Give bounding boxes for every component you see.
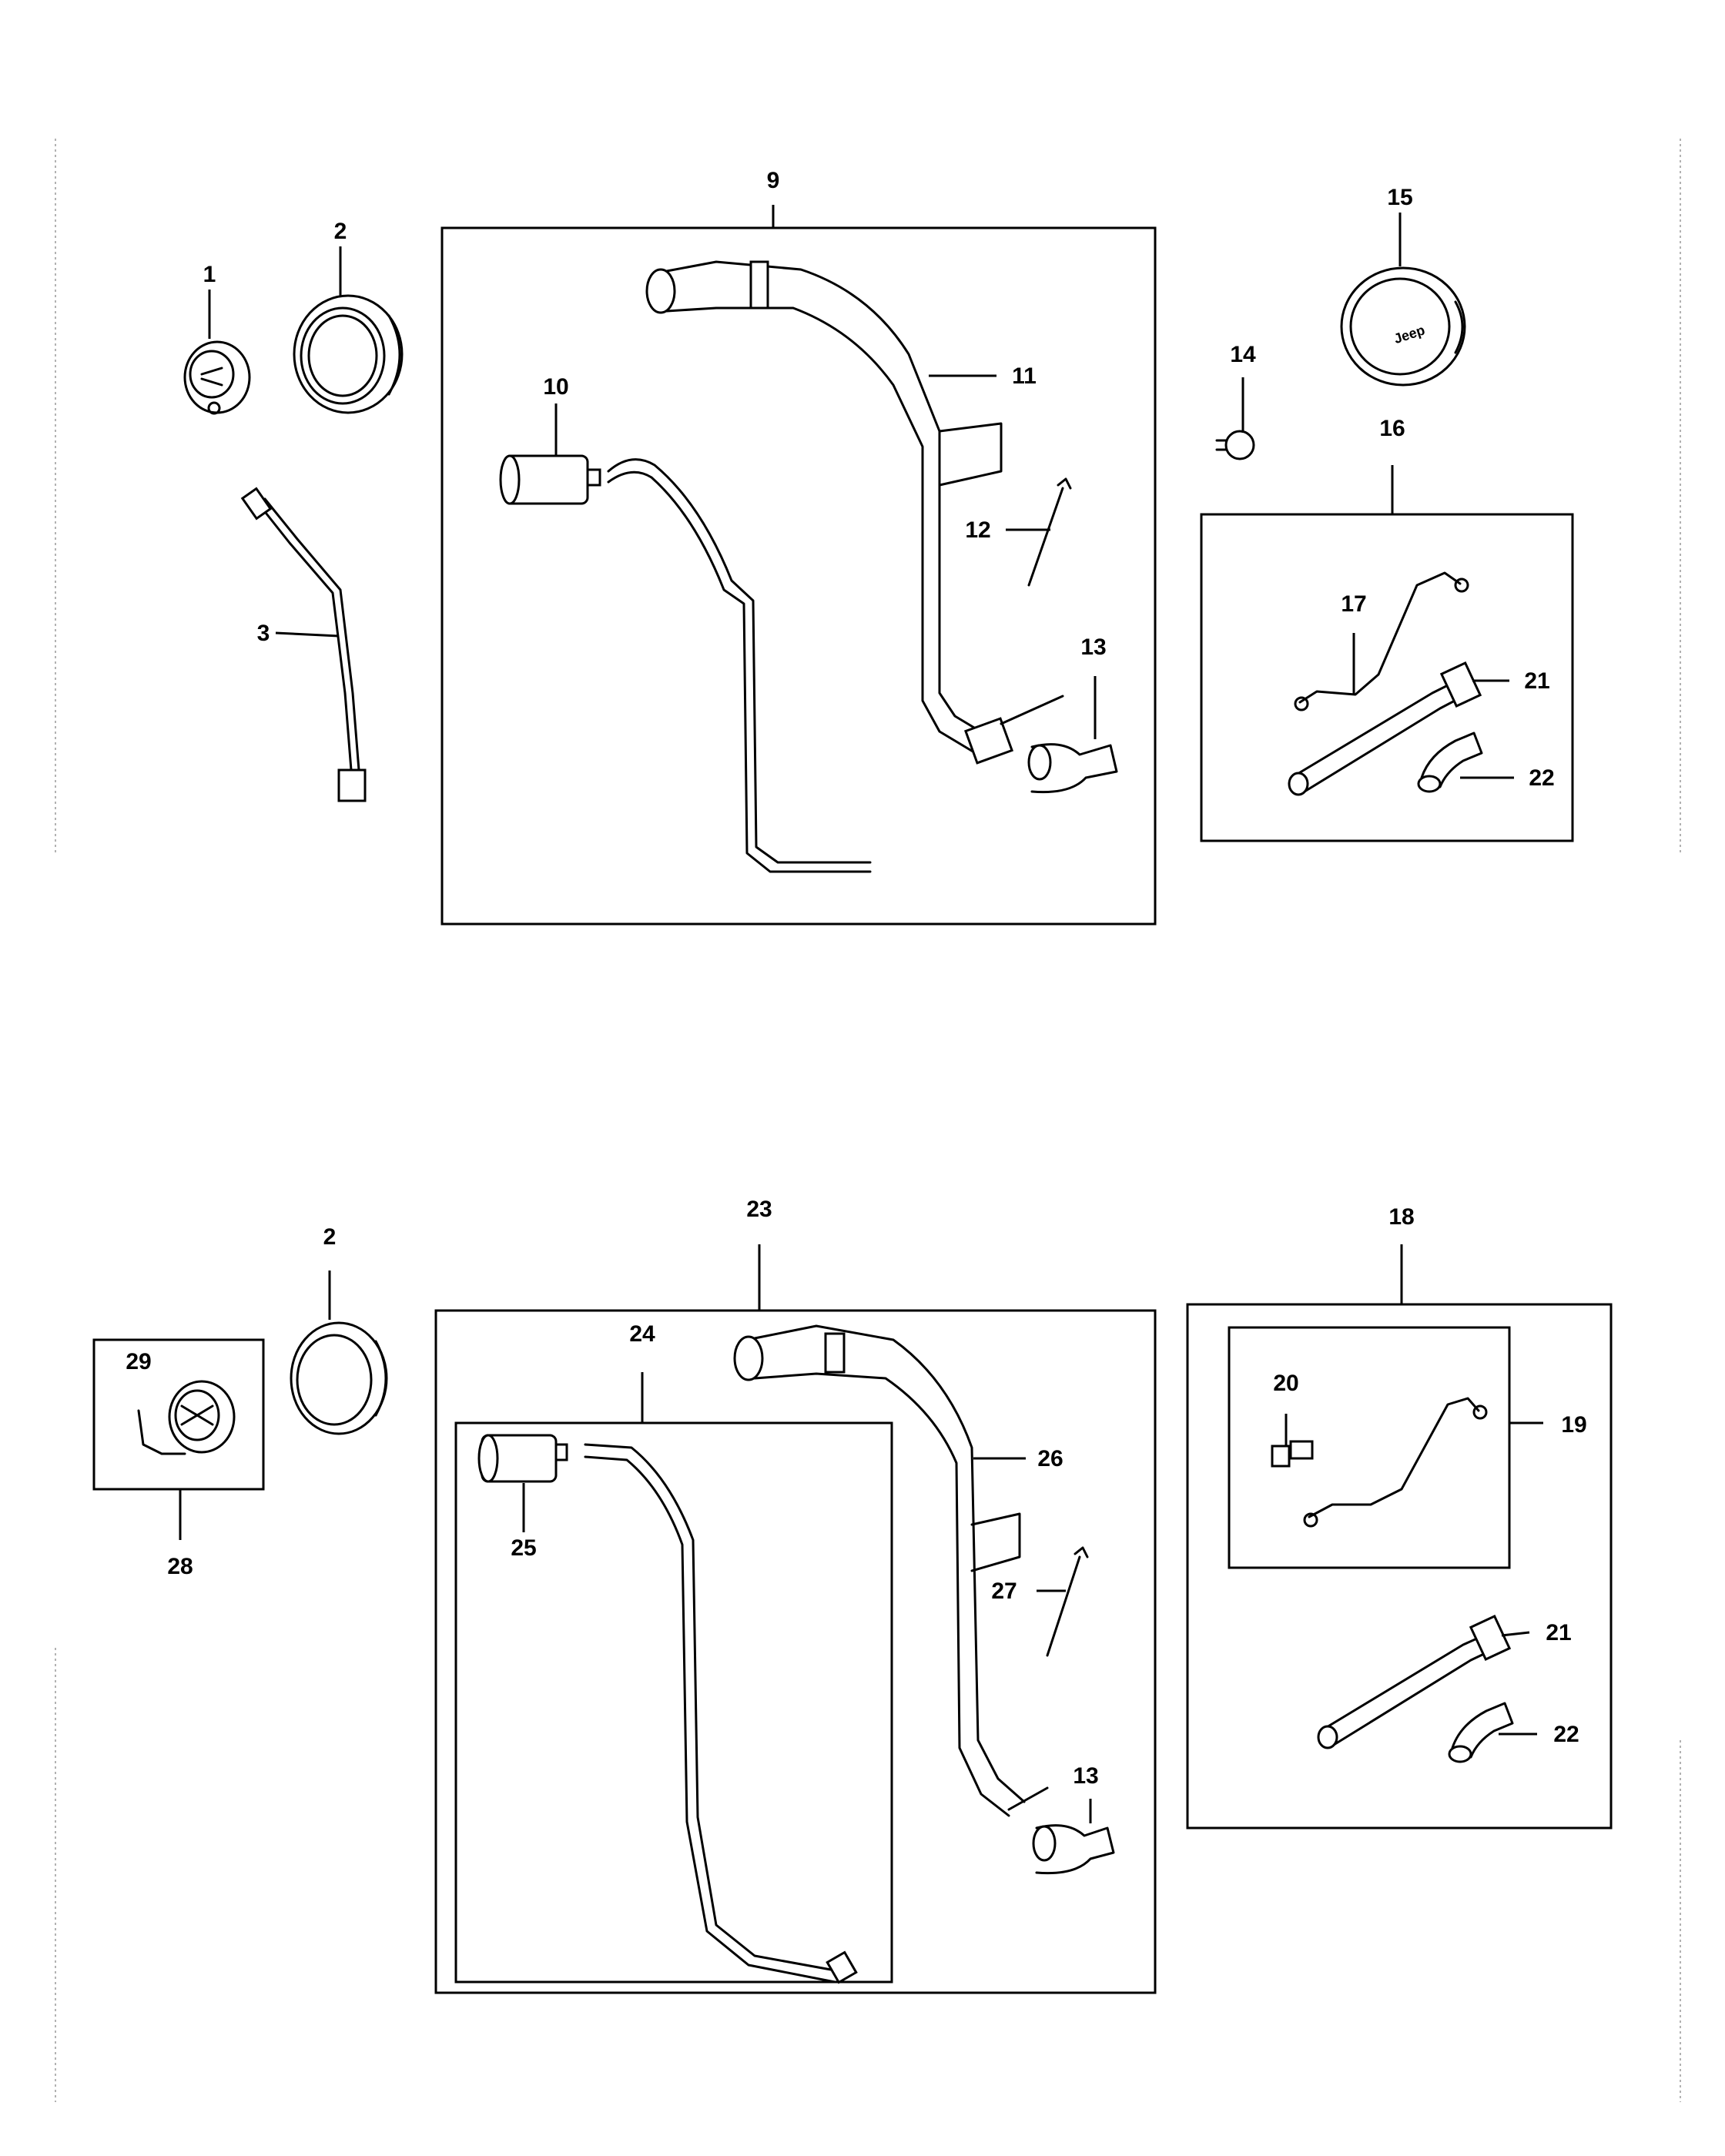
callout-2-bottom: 2 [323,1224,337,1250]
callout-13-bottom: 13 [1073,1763,1098,1789]
part-2-filler-housing-bottom [290,1321,388,1435]
part-1-fuel-cap [183,340,251,415]
part-11-filler-tube [645,260,1064,765]
page-edge-marks [55,139,1681,2102]
callout-24: 24 [629,1321,655,1347]
callout-3: 3 [257,621,270,646]
callout-23: 23 [746,1197,772,1222]
callout-21-top: 21 [1524,668,1549,694]
assembly-box-23 [434,1309,1157,1994]
part-12-tie-strap [1027,477,1072,587]
callout-14: 14 [1230,342,1256,367]
callout-19: 19 [1561,1412,1586,1438]
callout-10: 10 [543,374,568,400]
callout-13-top: 13 [1080,634,1106,660]
callout-20: 20 [1273,1371,1298,1396]
leader-3 [275,631,340,638]
part-29-capless-inlet [137,1380,236,1455]
callout-29: 29 [126,1349,151,1374]
callout-15: 15 [1387,185,1412,210]
callout-22-top: 22 [1529,765,1554,791]
leader-21-bottom [1501,1631,1530,1637]
callout-22-bottom: 22 [1553,1722,1579,1747]
part-3-harness [240,487,367,802]
callout-1: 1 [203,262,216,287]
callout-18: 18 [1388,1204,1414,1230]
part-20-sensor [1271,1397,1488,1528]
assembly-box-18 [1186,1303,1613,1830]
callout-25: 25 [511,1535,536,1561]
part-21-tube-bottom [1317,1614,1512,1749]
callout-11: 11 [1012,363,1037,389]
assembly-box-19 [1228,1326,1511,1569]
part-13-hose-bottom [1032,1824,1115,1875]
part-13-hose-top [1027,743,1118,794]
assembly-box-28 [92,1338,265,1491]
assembly-box-24 [454,1421,893,1984]
part-10-vent-tube [499,454,872,873]
part-25-vent-tube [477,1434,858,1984]
assembly-box-9 [440,226,1157,926]
part-17-vapor-line [1294,571,1469,711]
callout-16: 16 [1379,416,1405,441]
part-22-hose-top [1417,732,1483,793]
callout-2-top: 2 [334,219,347,244]
part-22-hose-bottom [1448,1702,1514,1763]
callout-27: 27 [991,1578,1017,1604]
callout-26: 26 [1037,1446,1063,1471]
part-21-tube-top [1288,661,1482,796]
part-2-filler-housing [293,294,404,414]
callout-9: 9 [767,168,780,193]
assembly-box-16 [1200,513,1574,842]
callout-12: 12 [965,517,990,543]
part-15-fuel-door: Jeep [1340,266,1466,387]
part-14-bolt [1215,430,1255,460]
part-26-filler-tube [733,1324,1049,1817]
callout-28: 28 [167,1554,193,1579]
part-27-tie-strap [1046,1546,1089,1657]
callout-17: 17 [1341,591,1366,617]
callout-21-bottom: 21 [1546,1620,1571,1645]
